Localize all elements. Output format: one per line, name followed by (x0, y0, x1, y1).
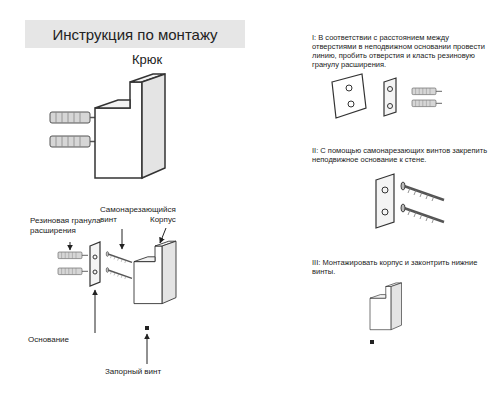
part-name: Основание (28, 335, 108, 345)
figure-caption: Крюк (112, 52, 182, 68)
step-note: II: С помощью самонарезающих винтов закр… (312, 146, 494, 164)
part-name: Корпус (150, 215, 195, 225)
title-banner: Инструкция по монтажу (25, 20, 245, 48)
part-name: Запорный винт (105, 367, 195, 377)
step-note: III: Монтажировать корпус и законтрить н… (312, 258, 494, 276)
step-note: I: В соответствии с расстоянием между от… (312, 33, 494, 69)
